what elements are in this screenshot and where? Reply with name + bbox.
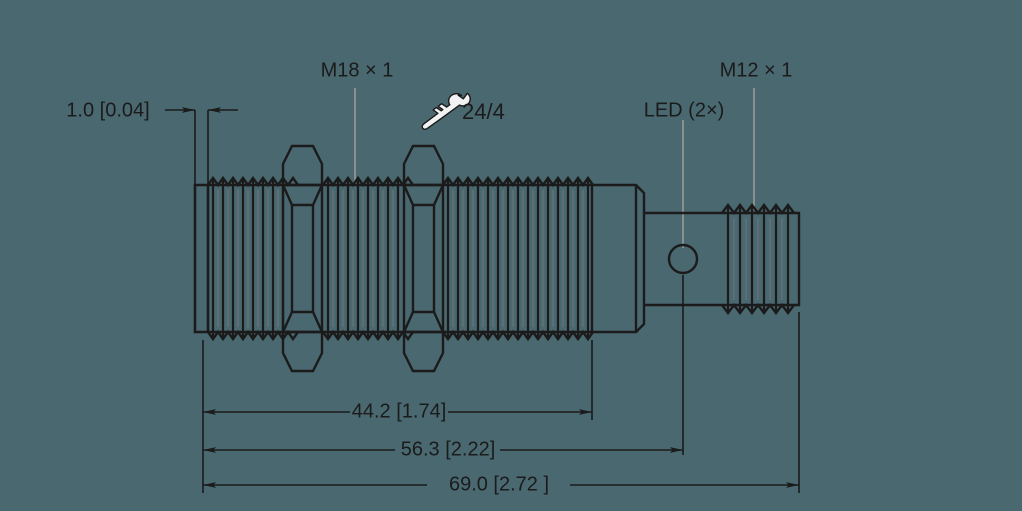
thread-roots-left [217, 190, 279, 327]
hex-nut-left [281, 144, 324, 373]
hex-nut-right-chamfer-bot [402, 310, 445, 333]
hex-nut-right [402, 144, 445, 373]
dim-label-face-offset: 1.0 [0.04] [66, 99, 149, 121]
thread-flanks-mid [326, 178, 400, 339]
sensing-face [193, 183, 210, 334]
thread-roots-right [452, 190, 584, 327]
m12-thread-roots [733, 218, 783, 300]
leader-lines [354, 88, 755, 248]
dim-label-barrel-length: 44.2 [1.74] [352, 400, 447, 422]
dimension-lines [165, 107, 800, 493]
dim-label-overall-length: 69.0 [2.72 ] [449, 473, 549, 495]
thread-flanks-right [446, 178, 590, 339]
hex-nut-left-outline [281, 144, 324, 373]
led-indicator-circle [667, 243, 699, 275]
label-wrench-size: 24/4 [462, 99, 505, 124]
dim-label-body-length: 56.3 [2.22] [401, 438, 496, 460]
thread-roots-mid [332, 190, 394, 327]
sensor-body [193, 144, 801, 373]
label-led: LED (2×) [644, 99, 725, 121]
rear-housing-block [592, 183, 646, 334]
wrench-icon [421, 92, 471, 130]
label-thread-connector: M12 × 1 [720, 59, 793, 81]
m12-end-cap [790, 211, 801, 307]
thread-flanks-left [211, 178, 285, 339]
m12-thread-flanks [726, 205, 790, 313]
m12-crest-bottom [721, 303, 795, 315]
m12-crest-top [721, 203, 795, 215]
label-thread-barrel: M18 × 1 [321, 59, 394, 81]
hex-nut-left-chamfer-bot [281, 310, 324, 333]
hex-nut-right-chamfer-top [402, 184, 445, 207]
hex-nut-left-chamfer-top [281, 184, 324, 207]
